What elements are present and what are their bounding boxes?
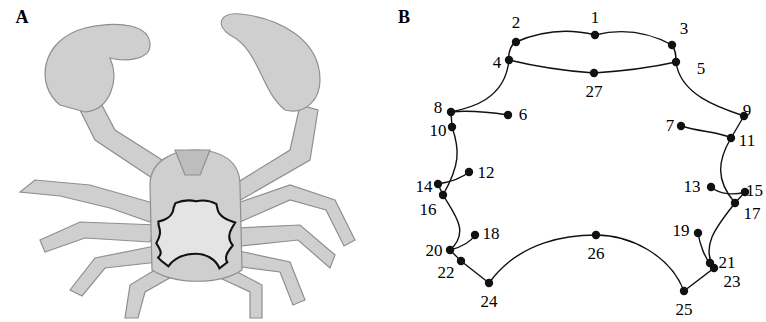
- landmark-dot: [446, 246, 454, 254]
- callout-number: 23: [724, 273, 741, 290]
- callout-number: 21: [719, 254, 736, 271]
- callout-number: 20: [426, 242, 443, 259]
- callout-number: 19: [673, 222, 690, 239]
- landmark-dot: [485, 279, 493, 287]
- callout-number: 26: [588, 245, 605, 262]
- landmark-dot: [505, 56, 513, 64]
- landmark-dot: [447, 108, 455, 116]
- landmark-dot: [457, 257, 465, 265]
- panel-letter: A: [16, 8, 29, 26]
- callout-number: 25: [676, 301, 693, 318]
- crab-body: [20, 14, 355, 318]
- landmark-dot: [512, 38, 520, 46]
- callout-number: 27: [586, 83, 603, 100]
- callout-number: 24: [481, 293, 498, 310]
- landmark-dot: [672, 58, 680, 66]
- callout-number: 16: [420, 201, 437, 218]
- landmark-dot: [710, 264, 718, 272]
- callout-number: 12: [478, 164, 495, 181]
- callout-number: 22: [438, 264, 455, 281]
- landmark-dot: [465, 168, 473, 176]
- landmark-dot: [434, 180, 442, 188]
- callout-number: 11: [739, 132, 755, 149]
- landmark-dot: [592, 231, 600, 239]
- callout-number: 7: [666, 117, 675, 134]
- callout-number: 4: [493, 54, 502, 71]
- landmark-dot: [448, 123, 456, 131]
- callout-number: 9: [743, 102, 752, 119]
- callout-number: 10: [430, 122, 447, 139]
- callout-number: 15: [746, 182, 763, 199]
- landmark-dot: [591, 31, 599, 39]
- callout-number: 8: [434, 99, 443, 116]
- landmark-dot: [677, 122, 685, 130]
- landmark-dot: [668, 41, 676, 49]
- landmark-dot: [680, 287, 688, 295]
- sternum-outline-small: [156, 200, 235, 268]
- callout-number: 13: [684, 178, 701, 195]
- callout-number: 6: [519, 106, 528, 123]
- landmark-dot: [471, 231, 479, 239]
- landmark-dot: [694, 229, 702, 237]
- landmark-dot: [727, 134, 735, 142]
- callout-number: 1: [591, 9, 600, 26]
- landmark-dot: [731, 199, 739, 207]
- landmark-outline: [438, 31, 745, 291]
- callout-number: 3: [680, 20, 689, 37]
- panel-letter: B: [398, 8, 410, 26]
- callout-number: 2: [512, 14, 521, 31]
- landmark-dot: [590, 69, 598, 77]
- landmark-dot: [504, 111, 512, 119]
- callout-number: 17: [744, 205, 761, 222]
- landmark-dot: [439, 191, 447, 199]
- landmark-dots: [434, 31, 749, 295]
- callout-number: 5: [697, 60, 706, 77]
- callout-number: 14: [416, 178, 433, 195]
- callout-number: 18: [483, 225, 500, 242]
- landmark-dot: [707, 183, 715, 191]
